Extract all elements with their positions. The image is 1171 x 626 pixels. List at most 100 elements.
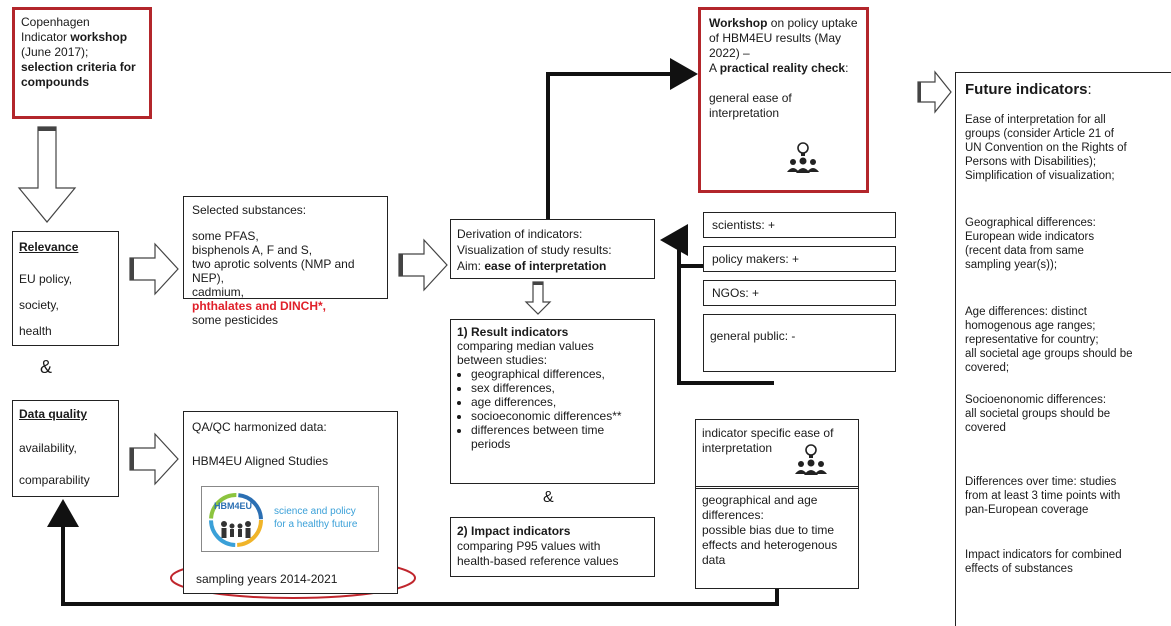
future-text: Age differences: distinct xyxy=(965,306,1087,318)
future-text: Geographical differences: xyxy=(965,217,1096,229)
specific-b3: possible bias due to time xyxy=(702,523,835,537)
result-bullet: geographical differences, xyxy=(471,367,622,381)
workshop-box: Workshop on policy uptake of HBM4EU resu… xyxy=(698,7,869,193)
relevance-item-eu: EU policy, xyxy=(19,272,73,286)
ampersand-middle: & xyxy=(543,489,554,506)
specific-line2: interpretation xyxy=(702,441,773,455)
future-text: all societal groups should be xyxy=(965,408,1111,420)
future-text: European wide indicators xyxy=(965,231,1095,243)
impact-indicators-line1: comparing P95 values with xyxy=(457,539,601,553)
workshop-line2: of HBM4EU results (May xyxy=(709,31,842,45)
specific-line1: indicator specific ease of xyxy=(702,426,834,440)
future-text: groups (consider Article 21 of xyxy=(965,128,1114,140)
result-indicators-desc2: between studies: xyxy=(457,353,548,367)
indicator-specific-box: indicator specific ease of interpretatio… xyxy=(695,419,859,589)
copenhagen-line1: Copenhagen xyxy=(21,15,90,29)
workshop-line4c: : xyxy=(845,61,849,75)
qaqc-box: QA/QC harmonized data: HBM4EU Aligned St… xyxy=(183,411,398,594)
result-indicators-box: 1) Result indicators comparing median va… xyxy=(450,319,655,484)
future-text: UN Convention on the Rights of xyxy=(965,142,1127,154)
qaqc-studies: HBM4EU Aligned Studies xyxy=(192,454,329,468)
future-text: Impact indicators for combined xyxy=(965,549,1122,561)
future-group-impact: Impact indicators for combined effects o… xyxy=(965,548,1122,576)
substance-phthalates: phthalates and DINCH*, xyxy=(192,299,327,313)
people-idea-icon xyxy=(795,444,827,475)
down-arrow-copenhagen xyxy=(17,126,77,223)
right-arrow-substances xyxy=(398,238,448,292)
data-quality-comparability: comparability xyxy=(19,473,90,487)
future-text: all societal age groups should be xyxy=(965,348,1133,360)
future-text: representative for country; xyxy=(965,334,1099,346)
hbm4eu-tagline-1: science and policy xyxy=(274,506,356,517)
qaqc-title: QA/QC harmonized data: xyxy=(192,420,327,434)
impact-indicators-title: 2) Impact indicators xyxy=(457,524,571,538)
copenhagen-line4: selection criteria for xyxy=(21,60,136,74)
workshop-title: Workshop xyxy=(709,16,768,30)
derivation-line2: Visualization of study results: xyxy=(457,243,612,257)
data-quality-availability: availability, xyxy=(19,441,77,455)
result-bullet: differences between time xyxy=(471,423,622,437)
audience-general-public-label: general public: - xyxy=(710,329,796,343)
audience-ngos-label: NGOs: + xyxy=(712,286,760,300)
future-text: (recent data from same xyxy=(965,245,1084,257)
substance-cadmium: cadmium, xyxy=(192,285,245,299)
future-group-time: Differences over time: studies from at l… xyxy=(965,475,1120,517)
future-text: Differences over time: studies xyxy=(965,476,1117,488)
data-quality-box: Data quality availability, comparability xyxy=(12,400,119,497)
result-indicators-title: 1) Result indicators xyxy=(457,325,569,339)
specific-b4: effects and heterogenous xyxy=(702,538,838,552)
down-arrow-derivation xyxy=(524,281,552,315)
workshop-line3: 2022) – xyxy=(709,46,750,60)
impact-indicators-box: 2) Impact indicators comparing P95 value… xyxy=(450,517,655,577)
future-text: covered; xyxy=(965,362,1010,374)
future-text: from at least 3 time points with xyxy=(965,490,1121,502)
substance-solvents: two aprotic solvents (NMP and xyxy=(192,257,355,271)
audience-scientists: scientists: + xyxy=(703,212,896,238)
relevance-title: Relevance xyxy=(19,240,79,254)
specific-b5: data xyxy=(702,553,726,567)
workshop-line1: on policy uptake xyxy=(767,16,858,30)
specific-b2: differences: xyxy=(702,508,764,522)
hbm4eu-logo-mark xyxy=(209,493,263,547)
sampling-years: sampling years 2014-2021 xyxy=(196,572,338,586)
hbm4eu-logo: HBM4EU science and policy for a healthy … xyxy=(201,486,379,552)
result-bullet: age differences, xyxy=(471,395,622,409)
derivation-box: Derivation of indicators: Visualization … xyxy=(450,219,655,279)
copenhagen-line3: (June 2017); xyxy=(21,45,89,59)
copenhagen-workshop-box: Copenhagen Indicator workshop (June 2017… xyxy=(12,7,152,119)
ampersand-left: & xyxy=(40,357,53,377)
result-indicators-desc1: comparing median values xyxy=(457,339,594,353)
substance-bisphenols: bisphenols A, F and S, xyxy=(192,243,313,257)
future-group-ease: Ease of interpretation for all groups (c… xyxy=(965,113,1127,183)
hbm4eu-logo-name: HBM4EU xyxy=(214,501,253,511)
substance-pesticides: some pesticides xyxy=(192,313,279,327)
future-text: covered xyxy=(965,422,1006,434)
future-indicators-panel: Future indicators: Ease of interpretatio… xyxy=(955,72,1171,626)
future-group-age: Age differences: distinct homogenous age… xyxy=(965,305,1133,375)
future-text: homogenous age ranges; xyxy=(965,320,1096,332)
workshop-line5: general ease of xyxy=(709,91,792,105)
right-arrow-workshop xyxy=(917,70,952,114)
derivation-aim-label: Aim: xyxy=(457,259,485,273)
future-text: Simplification of visualization; xyxy=(965,170,1115,182)
future-text: Persons with Disabilities); xyxy=(965,156,1097,168)
audience-ngos: NGOs: + xyxy=(703,280,896,306)
arrow-feedback-loop xyxy=(47,499,779,606)
copenhagen-line5: compounds xyxy=(21,75,89,89)
hbm4eu-tagline-2: for a healthy future xyxy=(274,519,358,530)
future-text: Ease of interpretation for all xyxy=(965,114,1106,126)
substances-panel: Selected substances: some PFAS, bispheno… xyxy=(183,196,388,327)
workshop-line6: interpretation xyxy=(709,106,780,120)
audience-general-public: general public: - xyxy=(703,314,896,372)
substances-heading: Selected substances: xyxy=(192,203,307,217)
derivation-line1: Derivation of indicators: xyxy=(457,227,583,241)
future-indicators-title: Future indicators xyxy=(965,81,1088,98)
audience-scientists-label: scientists: + xyxy=(712,218,776,232)
future-text: Socioenonomic differences: xyxy=(965,394,1107,406)
copenhagen-line2b: workshop xyxy=(70,30,128,44)
specific-b1: geographical and age xyxy=(702,493,818,507)
result-bullet: socioeconomic differences** xyxy=(471,409,622,423)
future-group-socio: Socioenonomic differences: all societal … xyxy=(965,393,1110,435)
right-arrow-relevance xyxy=(129,242,179,296)
people-idea-icon xyxy=(787,142,819,173)
